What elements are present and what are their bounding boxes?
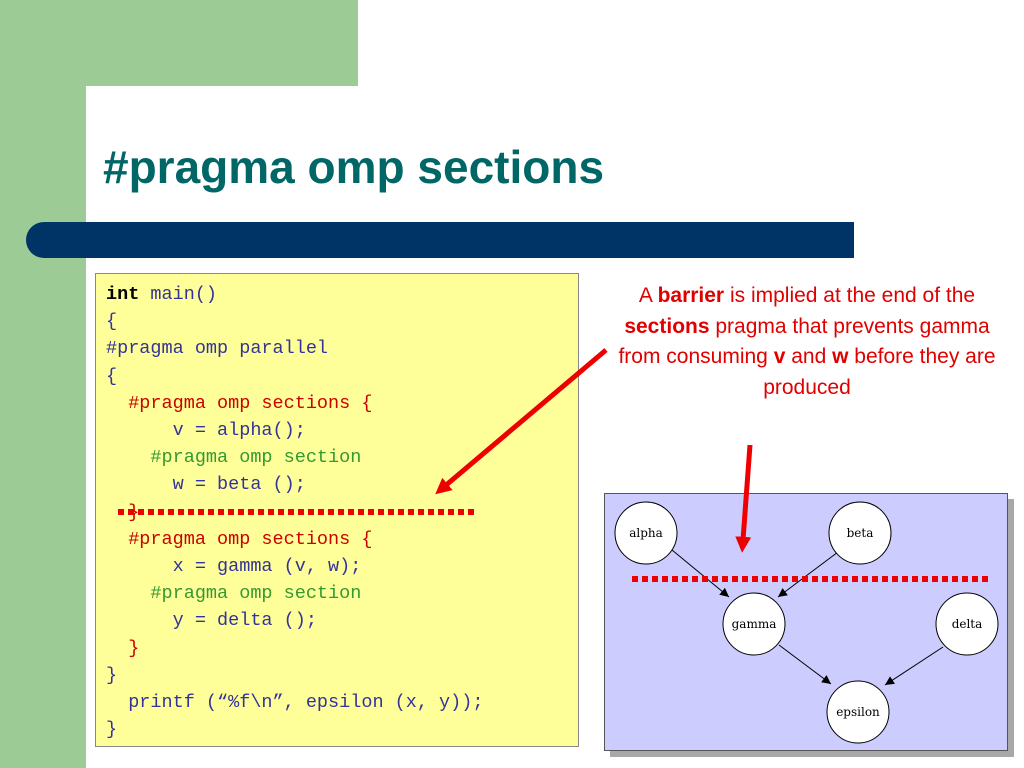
- node-label-delta: delta: [952, 617, 983, 631]
- graph-node-delta: delta: [935, 592, 999, 656]
- code-line-6: v = alpha();: [106, 420, 306, 442]
- callout-bold-v: v: [773, 345, 786, 368]
- edge-delta-epsilon: [884, 646, 944, 686]
- code-line-3: #pragma omp parallel: [106, 338, 329, 360]
- callout-bold-w: w: [832, 345, 849, 368]
- edge-gamma-epsilon: [778, 644, 832, 685]
- code-line-1: main(): [139, 284, 218, 305]
- code-line-2: {: [106, 311, 118, 333]
- code-line-7: #pragma omp section: [106, 447, 362, 469]
- code-line-14: }: [106, 637, 140, 659]
- graph-node-beta: beta: [828, 501, 892, 565]
- barrier-callout-text: A barrier is implied at the end of the s…: [612, 281, 1002, 403]
- callout-text-2: is implied at the end of the: [724, 284, 976, 307]
- code-line-4: {: [106, 365, 118, 387]
- dependency-graph-svg: alpha beta gamma delta epsilon: [614, 501, 999, 744]
- code-line-17: }: [106, 719, 118, 741]
- edge-alpha-gamma: [671, 549, 730, 598]
- code-line-10: #pragma omp sections {: [106, 528, 373, 550]
- callout-arrow-to-code: [435, 348, 608, 495]
- code-keyword-int: int: [106, 284, 140, 305]
- code-listing-box: int main() { #pragma omp parallel { #pra…: [95, 273, 579, 747]
- decorative-green-band-top: [0, 0, 358, 86]
- graph-node-epsilon: epsilon: [826, 680, 890, 744]
- node-label-epsilon: epsilon: [836, 705, 880, 719]
- node-label-beta: beta: [847, 526, 874, 540]
- callout-text-5: before they are produced: [763, 345, 996, 399]
- graph-node-alpha: alpha: [614, 501, 678, 565]
- title-underline-bar: [26, 222, 854, 258]
- edge-beta-gamma: [777, 551, 839, 598]
- callout-arrow-to-graph: [735, 444, 753, 553]
- node-label-gamma: gamma: [732, 617, 777, 631]
- callout-bold-sections: sections: [624, 314, 710, 338]
- callout-text-3: pragma that prevents gamma from consumin…: [618, 314, 990, 369]
- dependency-graph: alpha beta gamma delta epsilon: [604, 493, 1008, 751]
- code-line-13: y = delta ();: [106, 610, 317, 632]
- slide-title: #pragma omp sections: [103, 141, 605, 193]
- code-line-5: #pragma omp sections {: [106, 392, 373, 414]
- code-listing: int main() { #pragma omp parallel { #pra…: [106, 281, 483, 743]
- graph-node-gamma: gamma: [722, 592, 786, 656]
- callout-text-4: and: [785, 345, 833, 368]
- code-line-16: printf (“%f\n”, epsilon (x, y));: [106, 692, 484, 714]
- decorative-green-band-left: [0, 0, 86, 768]
- node-label-alpha: alpha: [629, 526, 663, 540]
- code-line-11: x = gamma (v, w);: [106, 556, 362, 578]
- code-line-8: w = beta ();: [106, 474, 306, 496]
- graph-edges: [671, 549, 944, 686]
- code-line-12: #pragma omp section: [106, 583, 362, 605]
- callout-text-1: A: [638, 284, 658, 307]
- callout-bold-barrier: barrier: [657, 284, 725, 307]
- code-line-15: }: [106, 664, 118, 686]
